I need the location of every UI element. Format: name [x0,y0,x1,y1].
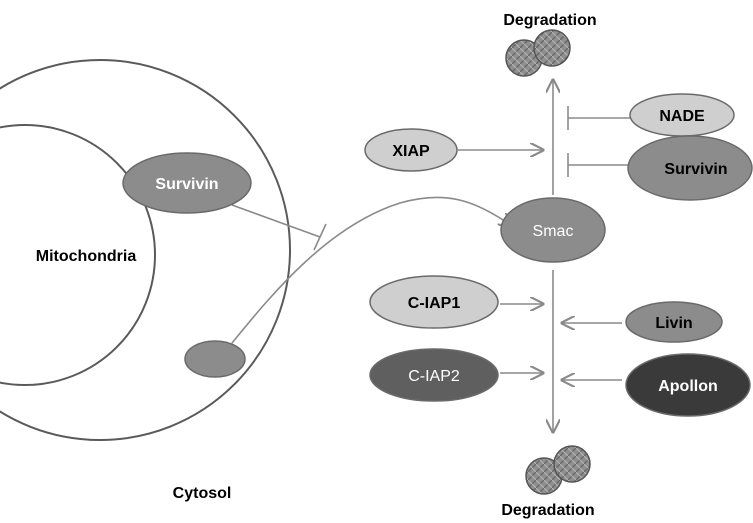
mitochondria-label: Mitochondria [36,248,137,265]
degradation-particles-top [505,29,571,77]
mitochondria-outer-membrane [0,59,291,441]
smac-label: Smac [533,223,574,240]
livin-oval [625,301,723,343]
degradation-bottom-label: Degradation [501,502,594,519]
degradation-top-label: Degradation [503,12,596,29]
apollon-label: Apollon [658,378,718,395]
survivin-mito-oval [122,152,252,214]
small-mito-oval [184,340,246,378]
ciap1-oval [369,275,499,329]
survivin-cyto-label: Survivin [664,161,727,178]
ciap1-label: C-IAP1 [408,295,461,312]
survivin-mito-label: Survivin [155,176,218,193]
survivin-mito-inhibitor-line [231,204,321,238]
xiap-oval [364,128,458,172]
livin-label: Livin [655,315,692,332]
ciap2-oval [369,348,499,402]
cytosol-label: Cytosol [173,485,232,502]
mitochondria-inner-membrane [0,124,156,386]
nade-label: NADE [659,108,705,125]
survivin-mito-inhibitor-bar [313,223,327,251]
apollon-oval [625,353,751,417]
survivin-cyto-oval [627,135,753,201]
xiap-label: XIAP [392,143,430,160]
smac-oval [500,197,606,263]
ciap2-label: C-IAP2 [408,368,460,385]
degradation-particles-bottom [525,445,591,495]
smac-release-curve [231,196,512,344]
